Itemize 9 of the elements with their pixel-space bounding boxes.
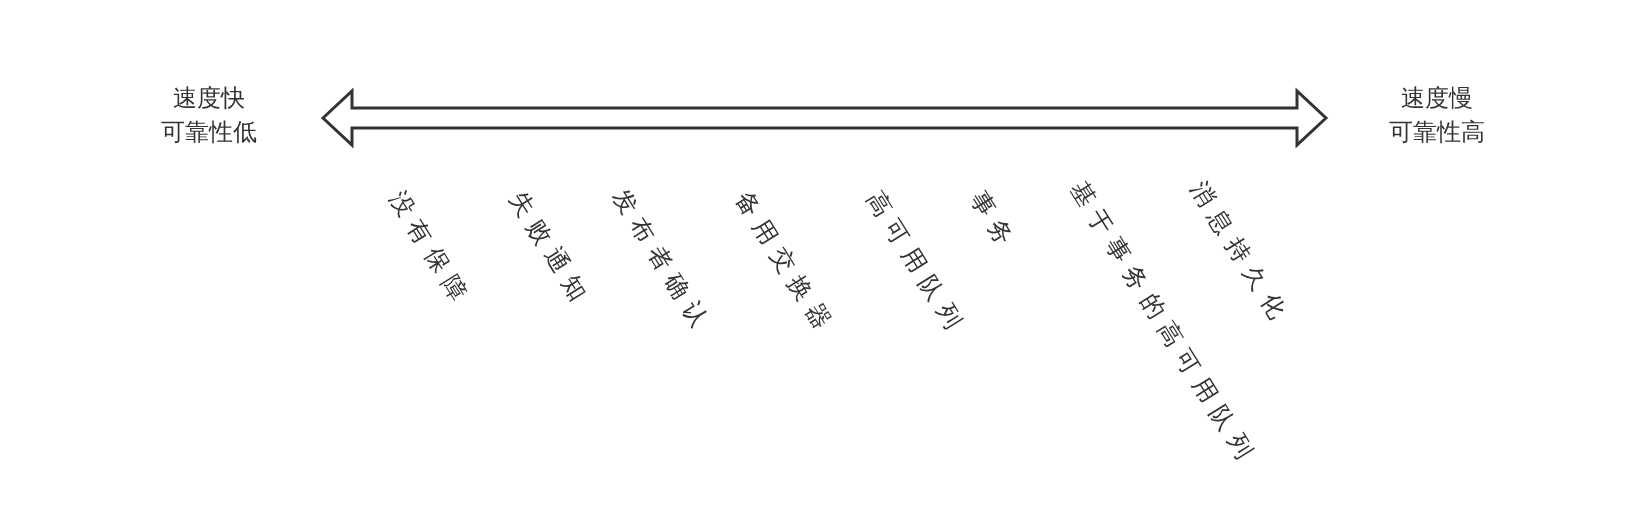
mechanism-label: 消息持久化 — [1184, 176, 1296, 332]
scale-end-label: 速度慢 — [1401, 84, 1473, 113]
mechanism-label: 没有保障 — [382, 186, 478, 314]
mechanism-label: 失败通知 — [502, 186, 598, 314]
scale-end-label: 可靠性高 — [1389, 118, 1485, 147]
scale-end-label: 可靠性低 — [161, 118, 257, 147]
scale-end-label: 速度快 — [173, 84, 245, 113]
mechanism-label: 备用交换器 — [728, 186, 841, 342]
mechanism-label: 发布者确认 — [605, 184, 718, 340]
